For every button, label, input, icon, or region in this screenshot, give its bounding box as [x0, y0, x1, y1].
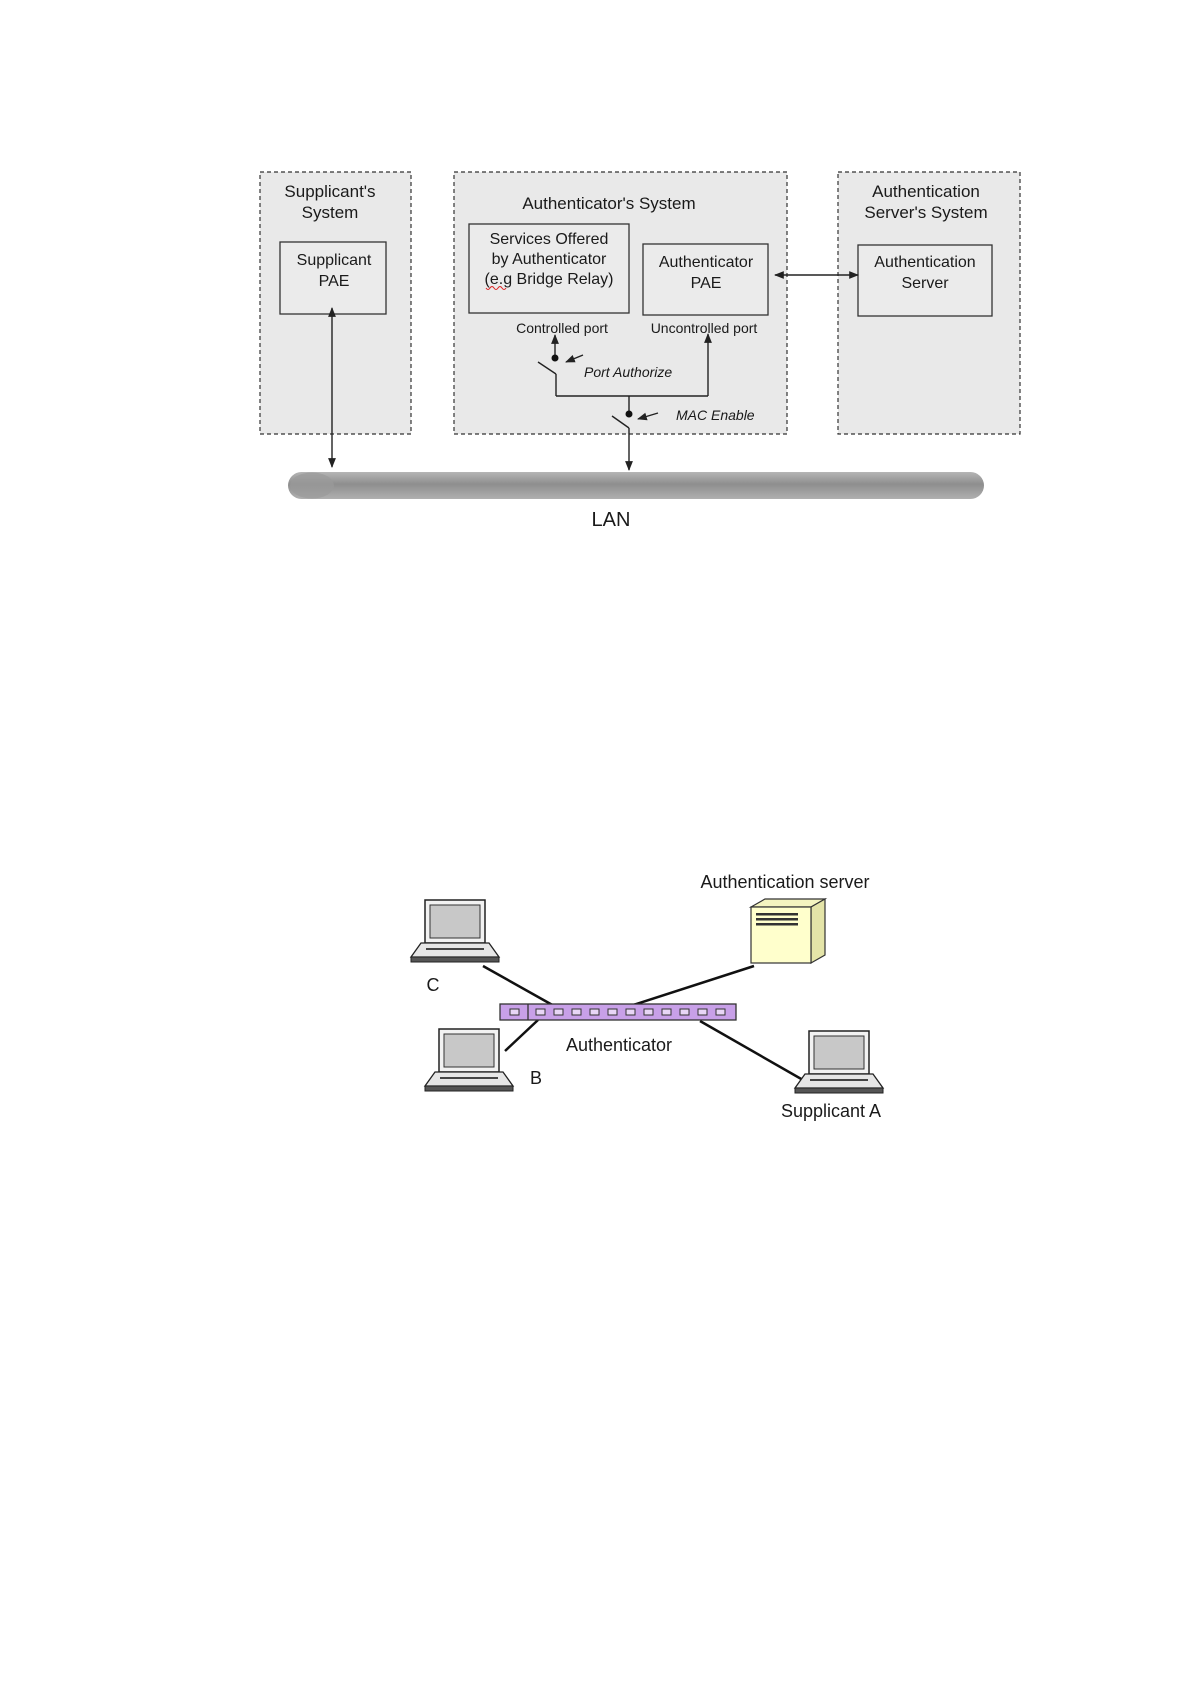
services-label-2: by Authenticator	[492, 251, 607, 268]
link-c-switch	[483, 966, 556, 1007]
supplicant-pae-label-1: Supplicant	[297, 252, 372, 269]
auth-server-label: Authentication server	[700, 872, 869, 892]
controlled-port-label: Controlled port	[516, 320, 608, 336]
authenticator-system: Authenticator's System Services Offered …	[454, 172, 787, 434]
laptop-b-icon	[425, 1029, 513, 1091]
services-label-1: Services Offered	[490, 231, 609, 248]
laptop-b-label: B	[530, 1068, 542, 1088]
auth-server-label-1: Authentication	[874, 254, 975, 271]
supplicant-system: Supplicant's System Supplicant PAE	[260, 172, 411, 434]
uncontrolled-port-label: Uncontrolled port	[651, 320, 758, 336]
supplicant-a-label: Supplicant A	[781, 1101, 881, 1121]
supplicant-pae-label-2: PAE	[319, 273, 350, 290]
port-authorize-label: Port Authorize	[584, 364, 672, 380]
authenticator-pae-label-1: Authenticator	[659, 254, 754, 271]
lan-cable	[288, 472, 984, 499]
auth-server-label-2: Server	[901, 275, 949, 292]
laptop-c-label: C	[427, 975, 440, 995]
auth-server-system: Authentication Server's System Authentic…	[838, 172, 1020, 434]
link-server-switch	[624, 966, 754, 1008]
supplicant-system-title-1: Supplicant's	[284, 182, 375, 201]
server-icon	[751, 899, 825, 963]
mac-enable-label: MAC Enable	[676, 407, 755, 423]
services-label-3: (e.g Bridge Relay)	[485, 271, 614, 288]
lan-label: LAN	[592, 509, 631, 531]
laptop-a-icon	[795, 1031, 883, 1093]
authenticator-switch	[500, 1004, 736, 1020]
authenticator-label: Authenticator	[566, 1035, 672, 1055]
topology-diagram: Authenticator Authentication server C	[411, 872, 883, 1121]
auth-server-system-title-2: Server's System	[864, 203, 987, 222]
auth-server-system-title-1: Authentication	[872, 182, 980, 201]
architecture-diagram: Supplicant's System Supplicant PAE Authe…	[260, 172, 1020, 531]
authenticator-pae-label-2: PAE	[691, 275, 722, 292]
link-b-switch	[505, 1020, 538, 1051]
lan-bus	[288, 472, 984, 499]
link-a-switch	[700, 1021, 810, 1084]
supplicant-system-title-2: System	[302, 203, 359, 222]
authenticator-system-title: Authenticator's System	[522, 194, 695, 213]
laptop-c-icon	[411, 900, 499, 962]
